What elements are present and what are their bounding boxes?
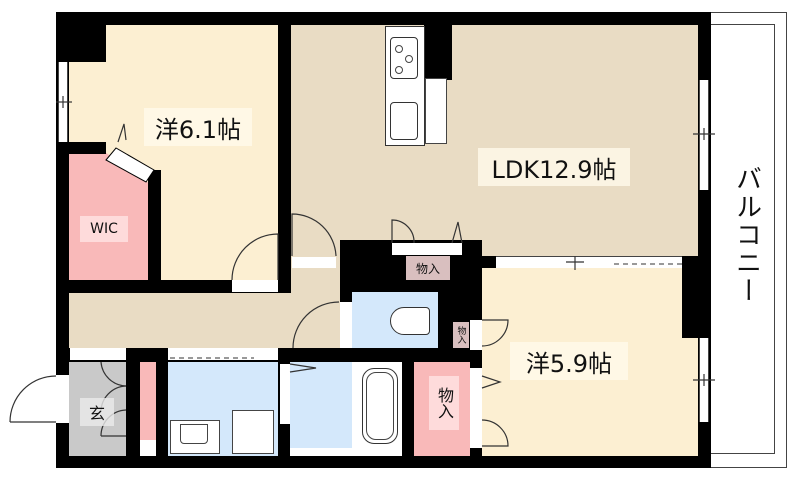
door-swing-front [9, 375, 57, 423]
door-swing-west1 [231, 233, 279, 281]
stove-cooktop [390, 37, 418, 79]
wall-bath-right [402, 348, 414, 468]
wall-wic-top [56, 142, 106, 154]
balcony-inner-rail [711, 24, 775, 454]
washing-machine-icon [232, 410, 274, 454]
room-label-storage-small: 物入 [453, 322, 469, 348]
bath-anteroom [290, 362, 352, 448]
wall-west2-pillar [682, 256, 710, 338]
wall-wic-right [148, 170, 161, 285]
outer-wall-top [56, 12, 711, 25]
wic-door-panel [105, 147, 155, 183]
burner-icon [395, 45, 403, 53]
room-label-western-5-9: 洋5.9帖 [510, 342, 628, 380]
storage-door-strip [392, 243, 462, 255]
wall-entrance-right [126, 348, 140, 468]
burner-icon [395, 66, 403, 74]
door-swing-shoe1 [100, 361, 127, 387]
room-label-ldk: LDK12.9帖 [478, 148, 630, 186]
burner-icon [405, 55, 413, 63]
sink-icon [390, 102, 418, 140]
bathtub-inner [366, 372, 394, 440]
washbasin-bowl [180, 424, 208, 444]
toilet-icon [390, 307, 430, 335]
outer-wall-bottom [56, 456, 711, 468]
door-swing-west2-a [481, 319, 509, 347]
toilet-door-opening [340, 302, 352, 348]
hall-opening-wash [168, 348, 278, 360]
hallway [68, 292, 348, 348]
door-swing-storage [391, 219, 415, 244]
room-label-entrance: 玄 [80, 398, 114, 426]
folding-door-west2 [481, 375, 502, 389]
door-opening-ldk [292, 257, 336, 268]
bath-door-opening [280, 364, 290, 424]
folding-door-bath [289, 363, 317, 373]
wall-west1-right [278, 12, 291, 292]
ldk-room [290, 24, 698, 256]
wall-wash-left [156, 348, 168, 468]
hall-opening-left [70, 348, 126, 360]
wall-corner-topleft [56, 12, 106, 62]
kitchen-side-counter [425, 78, 447, 144]
room-label-storage-top: 物入 [406, 256, 450, 280]
door-swing-west2-b [481, 419, 509, 447]
shoe-cabinet [138, 362, 156, 440]
west2-storage-door [470, 368, 482, 448]
wall-ldk-bottom-right [482, 256, 496, 268]
room-label-western-6-1: 洋6.1帖 [144, 108, 252, 146]
room-label-storage-large: 物入 [429, 376, 459, 430]
closet-alcove [68, 62, 102, 142]
door-swing-ldk [291, 213, 337, 257]
sliding-partition [496, 256, 682, 268]
wall-kitchen-pillar [424, 12, 452, 80]
door-opening-west1 [232, 280, 278, 292]
folding-door-storage [451, 221, 463, 244]
front-door-opening [56, 375, 69, 423]
door-swing-hall [292, 301, 340, 349]
west2-door-opening [470, 320, 482, 350]
folding-door-wic [117, 123, 127, 143]
balcony-label: バルコニー [731, 165, 762, 305]
room-label-wic: WIC [80, 216, 128, 242]
